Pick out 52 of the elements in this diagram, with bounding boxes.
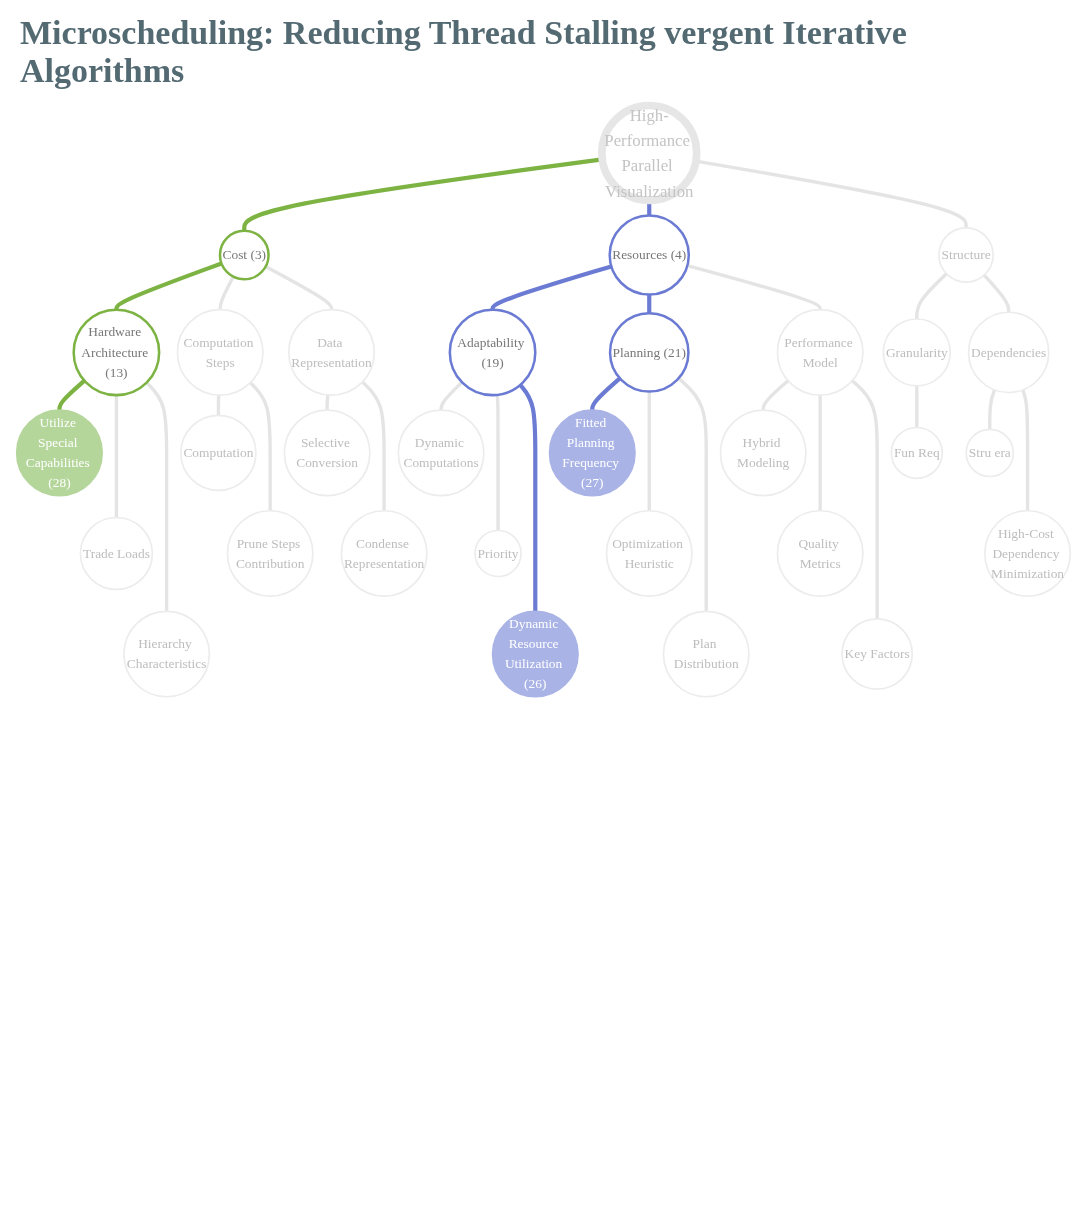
- node-circle: Computation Steps: [176, 308, 264, 396]
- node-circle: Performance Model: [776, 308, 864, 396]
- node-circle: Key Factors: [841, 618, 914, 690]
- node-circle: Utilize Special Capabilities (28): [15, 409, 103, 497]
- node-circle: Condense Representation: [340, 509, 428, 598]
- connector: [982, 273, 1011, 313]
- connector: [57, 379, 86, 412]
- node-circle: Hybrid Modeling: [719, 409, 807, 497]
- node-circle: Quality Metrics: [776, 509, 864, 598]
- node-circle: Plan Distribution: [662, 610, 750, 698]
- connector: [264, 265, 334, 311]
- node-circle: Stru era: [965, 428, 1015, 478]
- connector: [761, 379, 790, 411]
- node-circle: Structure: [938, 227, 994, 283]
- node-circle: Resources (4): [608, 214, 691, 296]
- node-circle: High-Cost Dependency Minimization: [984, 509, 1072, 598]
- node-circle: Trade Loads: [79, 516, 154, 591]
- connector: [145, 381, 169, 612]
- node-circle: Adaptability (19): [448, 308, 537, 397]
- node-circle: High-Performance Parallel Visualization: [598, 101, 701, 205]
- connector: [325, 394, 330, 411]
- connector: [988, 389, 997, 430]
- connector: [686, 263, 822, 311]
- node-circle: Fitted Planning Frequency (27): [548, 409, 636, 497]
- connector: [915, 272, 948, 319]
- node-circle: Selective Conversion: [283, 409, 371, 497]
- node-circle: Planning (21): [608, 311, 690, 393]
- node-circle: Fun Req: [890, 426, 944, 480]
- connector: [677, 377, 708, 612]
- node-circle: Priority: [474, 529, 522, 578]
- node-circle: Computation: [180, 414, 257, 492]
- node-circle: Hardware Architecture (13): [72, 308, 161, 397]
- node-circle: Optimization Heuristic: [605, 509, 693, 598]
- connector: [495, 394, 500, 531]
- node-circle: Dynamic Computations: [397, 409, 485, 497]
- connector: [216, 394, 221, 416]
- connector: [249, 381, 272, 512]
- connector: [590, 376, 622, 412]
- connector: [439, 381, 464, 411]
- connector: [361, 380, 386, 512]
- connector: [218, 275, 235, 311]
- connector: [851, 379, 879, 619]
- node-circle: Granularity: [882, 318, 952, 387]
- node-circle: Prune Steps Contribution: [226, 509, 314, 598]
- node-circle: Data Representation: [287, 308, 376, 396]
- node-circle: Cost (3): [218, 229, 270, 281]
- connector: [518, 383, 538, 613]
- node-circle: Hierarchy Characteristics: [123, 610, 211, 698]
- node-circle: Dependencies: [967, 311, 1050, 394]
- connector: [1021, 389, 1030, 512]
- node-circle: Dynamic Resource Utilization (26): [491, 610, 579, 698]
- diagram-title: Microscheduling: Reducing Thread Stalling vergent Iterative Algorithms: [20, 14, 908, 90]
